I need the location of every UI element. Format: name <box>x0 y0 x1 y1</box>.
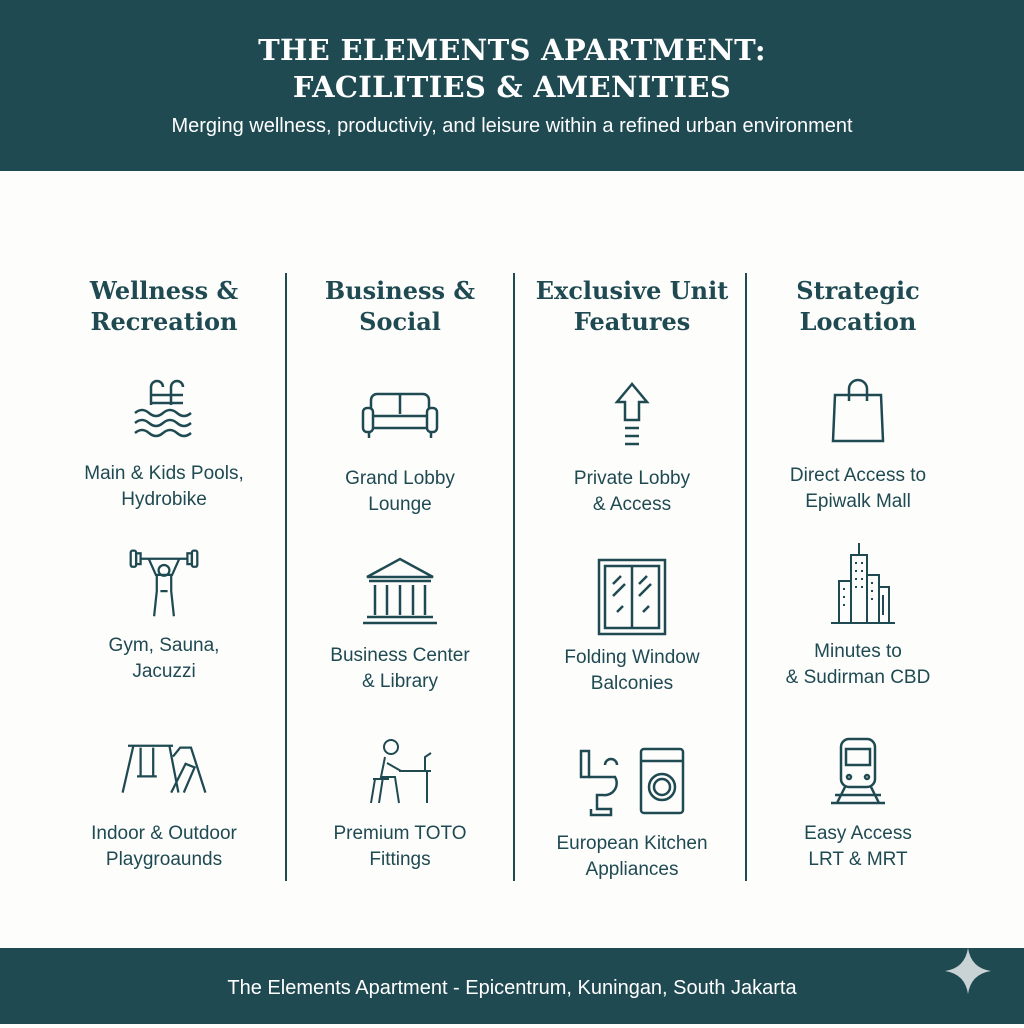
column-divider <box>745 273 747 881</box>
list-item: Direct Access to Epiwalk Mall <box>743 377 973 515</box>
city-skyline-icon <box>831 543 895 624</box>
list-item: Gym, Sauna, Jacuzzi <box>49 547 279 685</box>
item-label: Lounge <box>368 494 432 515</box>
item-label: Grand Lobby <box>345 468 455 489</box>
building-columns-icon <box>363 557 437 625</box>
item-label: LRT & MRT <box>808 849 908 870</box>
item-label: & Library <box>361 671 439 692</box>
item-label: & Sudirman CBD <box>785 667 931 688</box>
item-label: Minutes to <box>814 641 902 662</box>
window-icon <box>597 558 667 636</box>
item-label: Hydrobike <box>121 489 207 510</box>
footer-banner: The Elements Apartment - Epicentrum, Kun… <box>0 948 1024 1024</box>
column-heading: Wellness &Recreation <box>89 276 239 336</box>
item-label: Epiwalk Mall <box>805 491 911 512</box>
item-label: Jacuzzi <box>132 661 196 682</box>
list-item: Premium TOTO Fittings <box>285 735 515 873</box>
pool-icon <box>134 379 192 438</box>
column-divider <box>285 273 287 881</box>
list-item: Minutes to & Sudirman CBD <box>743 541 973 691</box>
list-item: Main & Kids Pools, Hydrobike <box>49 375 279 513</box>
weightlifter-icon <box>129 549 199 617</box>
list-item: Private Lobby & Access <box>517 380 747 518</box>
header-banner: THE ELEMENTS APARTMENT: FACILITIES & AME… <box>0 0 1024 171</box>
item-label: Appliances <box>585 859 679 880</box>
item-label: European Kitchen <box>556 833 708 854</box>
item-label: Balconies <box>590 673 674 694</box>
item-label: Playgroaunds <box>105 849 223 870</box>
list-item: Business Center & Library <box>285 557 515 695</box>
person-at-desk-icon <box>370 739 432 804</box>
train-icon <box>831 737 885 805</box>
footer-text: The Elements Apartment - Epicentrum, Kun… <box>227 977 797 999</box>
up-arrow-icon <box>614 382 650 446</box>
item-label: Main & Kids Pools, <box>84 463 244 484</box>
column-wellness: Wellness &Recreation Main & Kids Pools, H… <box>49 275 279 870</box>
item-label: Direct Access to <box>789 465 927 486</box>
page-title: THE ELEMENTS APARTMENT: FACILITIES & AME… <box>0 0 1024 106</box>
item-label: & Access <box>592 494 672 515</box>
item-label: Folding Window <box>564 647 700 668</box>
item-label: Indoor & Outdoor <box>91 823 237 844</box>
item-label: Private Lobby <box>573 468 691 489</box>
column-heading: Business &Social <box>324 276 476 336</box>
column-divider <box>513 273 515 881</box>
item-label: Premium TOTO <box>333 823 467 844</box>
item-label: Business Center <box>330 645 470 666</box>
item-label: Fittings <box>369 849 431 870</box>
title-line-2: FACILITIES & AMENITIES <box>292 70 732 104</box>
sofa-icon <box>361 392 439 438</box>
playground-icon <box>121 744 207 794</box>
sparkle-icon <box>945 948 991 994</box>
toilet-washer-icon <box>579 747 685 817</box>
shopping-bag-icon <box>831 378 885 443</box>
subtitle: Merging wellness, productiviy, and leisu… <box>171 115 853 137</box>
title-line-1: THE ELEMENTS APARTMENT: <box>258 33 766 67</box>
item-label: Gym, Sauna, <box>108 635 220 656</box>
item-label: Easy Access <box>804 823 912 844</box>
